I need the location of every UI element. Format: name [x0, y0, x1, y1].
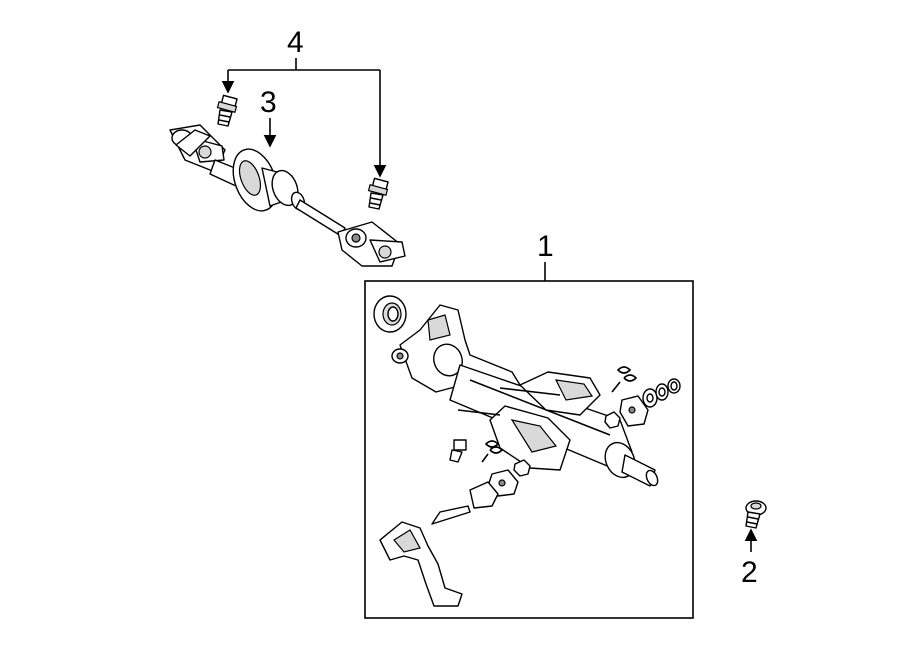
- callout-label-2: 2: [741, 556, 758, 589]
- callout-4-group: 4: [221, 26, 387, 178]
- callout-label-1: 1: [537, 230, 554, 263]
- part-1-box: [364, 280, 694, 619]
- bolt-upper-left: [216, 94, 238, 127]
- bolt-part-2: [745, 500, 767, 529]
- callout-label-4: 4: [287, 26, 304, 59]
- callout-1-group: 1: [537, 230, 554, 281]
- steering-column-assembly: [373, 295, 681, 607]
- callout-2-group: 2: [741, 500, 767, 589]
- intermediate-shaft: [169, 124, 406, 267]
- bolt-right: [367, 177, 389, 210]
- callout-3-group: 3: [260, 86, 277, 148]
- callout-label-3: 3: [260, 86, 277, 119]
